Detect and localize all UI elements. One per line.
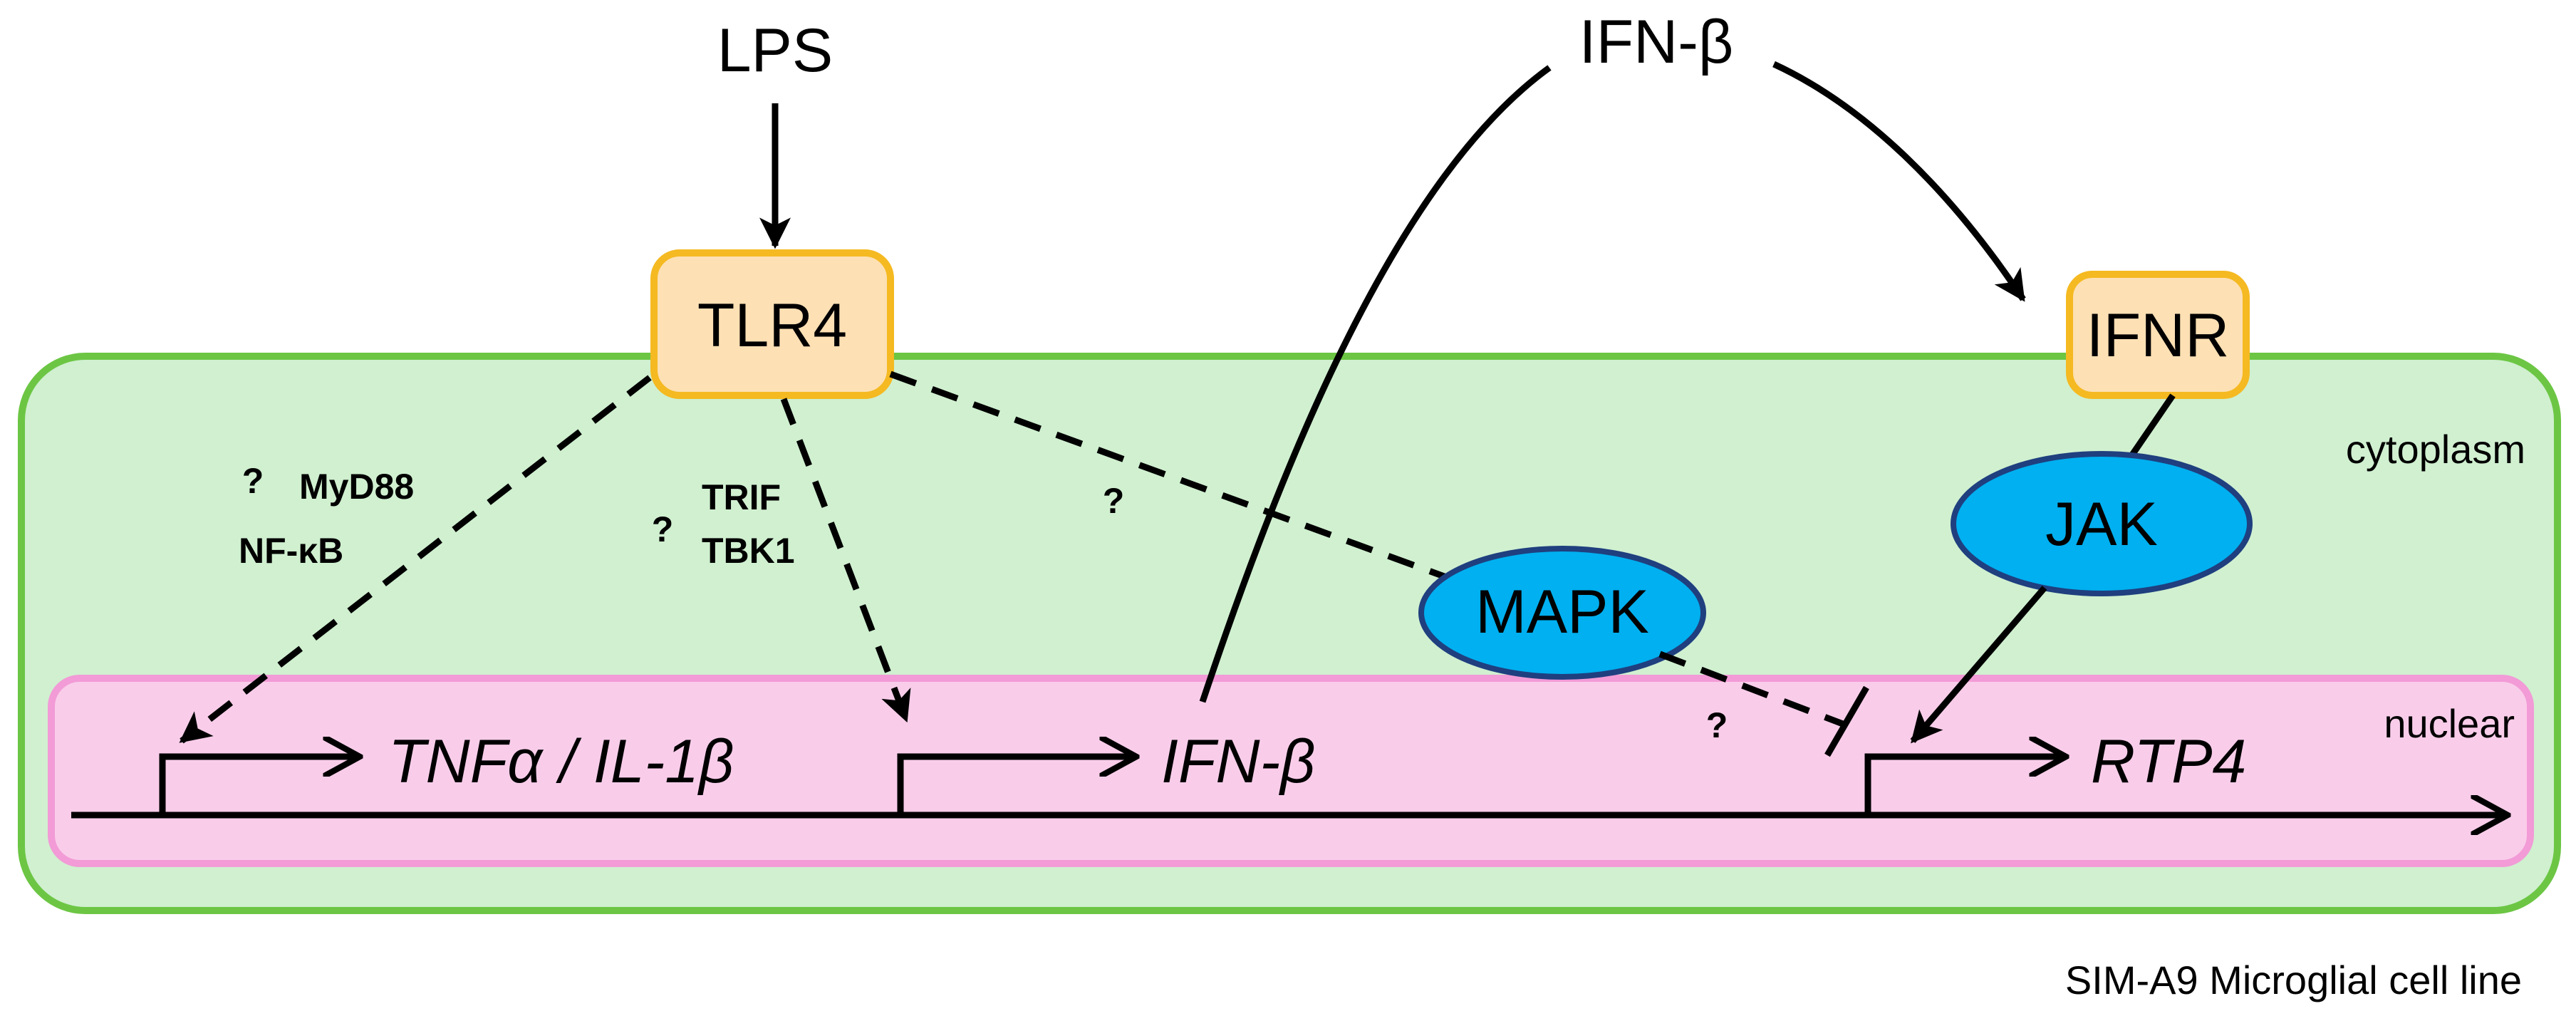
- jak-kinase: JAK: [1951, 451, 2253, 596]
- ifnr-to-jak-line: [2124, 393, 2176, 465]
- cytoplasm-label: cytoplasm: [2346, 427, 2525, 472]
- myd88-label: MyD88: [299, 467, 414, 507]
- inhibition-bar: [1824, 685, 1869, 757]
- question-mark-inhibition: ?: [1706, 705, 1728, 745]
- gene-tnf-il1b: TNFα / IL-1β: [388, 727, 734, 796]
- ifnr-receptor: IFNR: [2066, 271, 2250, 399]
- cell-line-caption: SIM-A9 Microglial cell line: [2065, 958, 2522, 1002]
- lps-label: LPS: [717, 16, 833, 85]
- promoter-arrow-ifnb: [897, 757, 1136, 815]
- question-mark-mapk: ?: [1103, 481, 1125, 521]
- question-mark-myd88: ?: [242, 461, 264, 501]
- gene-ifn-beta: IFN-β: [1161, 727, 1315, 796]
- mapk-to-rtp4-inhibition: [1658, 650, 1848, 729]
- jak-label: JAK: [2045, 490, 2158, 559]
- nfkb-label: NF-κB: [239, 531, 343, 571]
- tlr4-to-ifnb-dashed-arrow: [780, 398, 911, 723]
- jak-to-rtp4-arrow: [1910, 586, 2047, 744]
- mapk-label: MAPK: [1475, 578, 1649, 646]
- tlr4-receptor: TLR4: [650, 249, 894, 399]
- tlr4-label: TLR4: [697, 291, 847, 360]
- trif-label: TRIF: [702, 477, 781, 517]
- ifnb-to-ifnr-arrow: [1772, 61, 2026, 302]
- mapk-kinase: MAPK: [1418, 546, 1706, 680]
- ifnb-secretion-curve: [1199, 65, 1552, 703]
- promoter-arrow-rtp4: [1864, 757, 2066, 815]
- nuclear-label: nuclear: [2384, 701, 2515, 746]
- gene-rtp4: RTP4: [2091, 727, 2246, 796]
- promoter-arrow-tnf: [159, 757, 360, 815]
- tbk1-label: TBK1: [702, 531, 795, 571]
- tlr4-to-tnf-dashed-arrow: [179, 375, 652, 744]
- question-mark-trif: ?: [652, 509, 674, 549]
- tlr4-to-mapk-dashed-line: [889, 370, 1448, 581]
- ifn-beta-secreted-label: IFN-β: [1579, 8, 1734, 76]
- ifnr-label: IFNR: [2087, 301, 2230, 370]
